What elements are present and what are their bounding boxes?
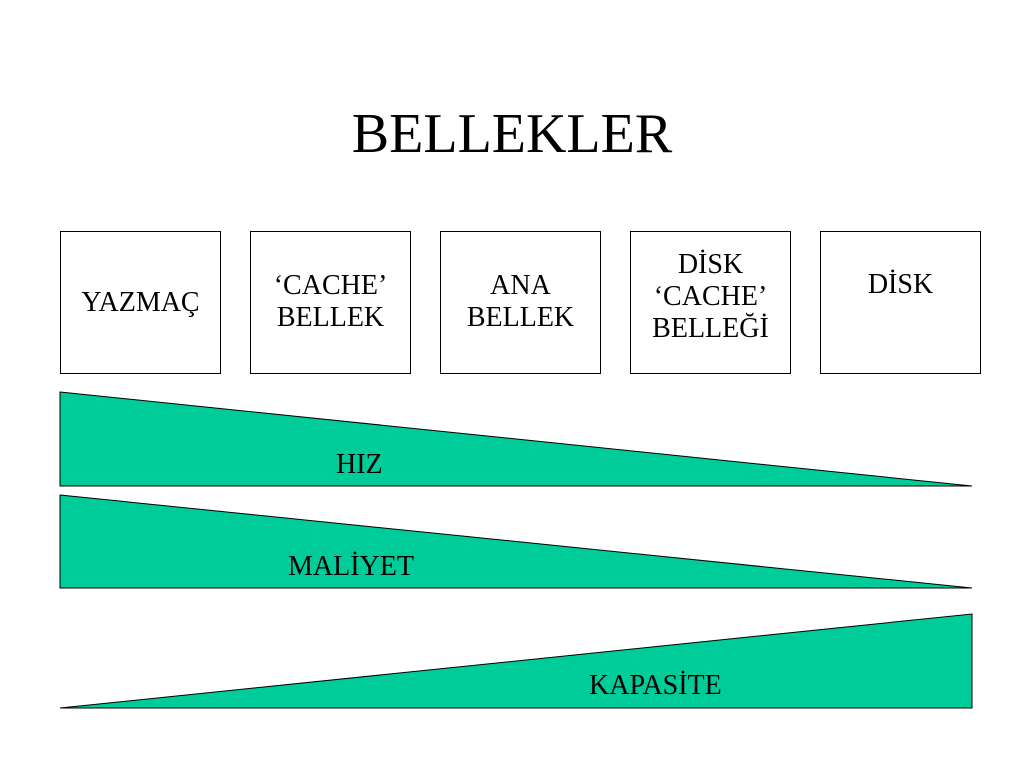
capacity-wedge	[59, 613, 973, 709]
memory-box-label: DİSK ‘CACHE’ BELLEĞİ	[652, 249, 769, 344]
cost-label: MALİYET	[288, 551, 414, 582]
memory-box-label: YAZMAÇ	[81, 286, 200, 318]
speed-wedge	[59, 391, 973, 487]
memory-box-main: ANA BELLEK	[440, 231, 601, 374]
slide-title: BELLEKLER	[351, 103, 673, 165]
memory-box-label: DİSK	[867, 269, 934, 300]
memory-box-label: ANA BELLEK	[466, 270, 575, 333]
capacity-label: KAPASİTE	[589, 670, 722, 701]
memory-box-disk-cache: DİSK ‘CACHE’ BELLEĞİ	[630, 231, 791, 374]
memory-box-disk: DİSK	[820, 231, 981, 374]
memory-box-label: ‘CACHE’ BELLEK	[273, 270, 388, 333]
memory-box-register: YAZMAÇ	[60, 231, 221, 374]
cost-wedge	[59, 494, 973, 589]
memory-box-cache: ‘CACHE’ BELLEK	[250, 231, 411, 374]
speed-label: HIZ	[336, 449, 383, 480]
